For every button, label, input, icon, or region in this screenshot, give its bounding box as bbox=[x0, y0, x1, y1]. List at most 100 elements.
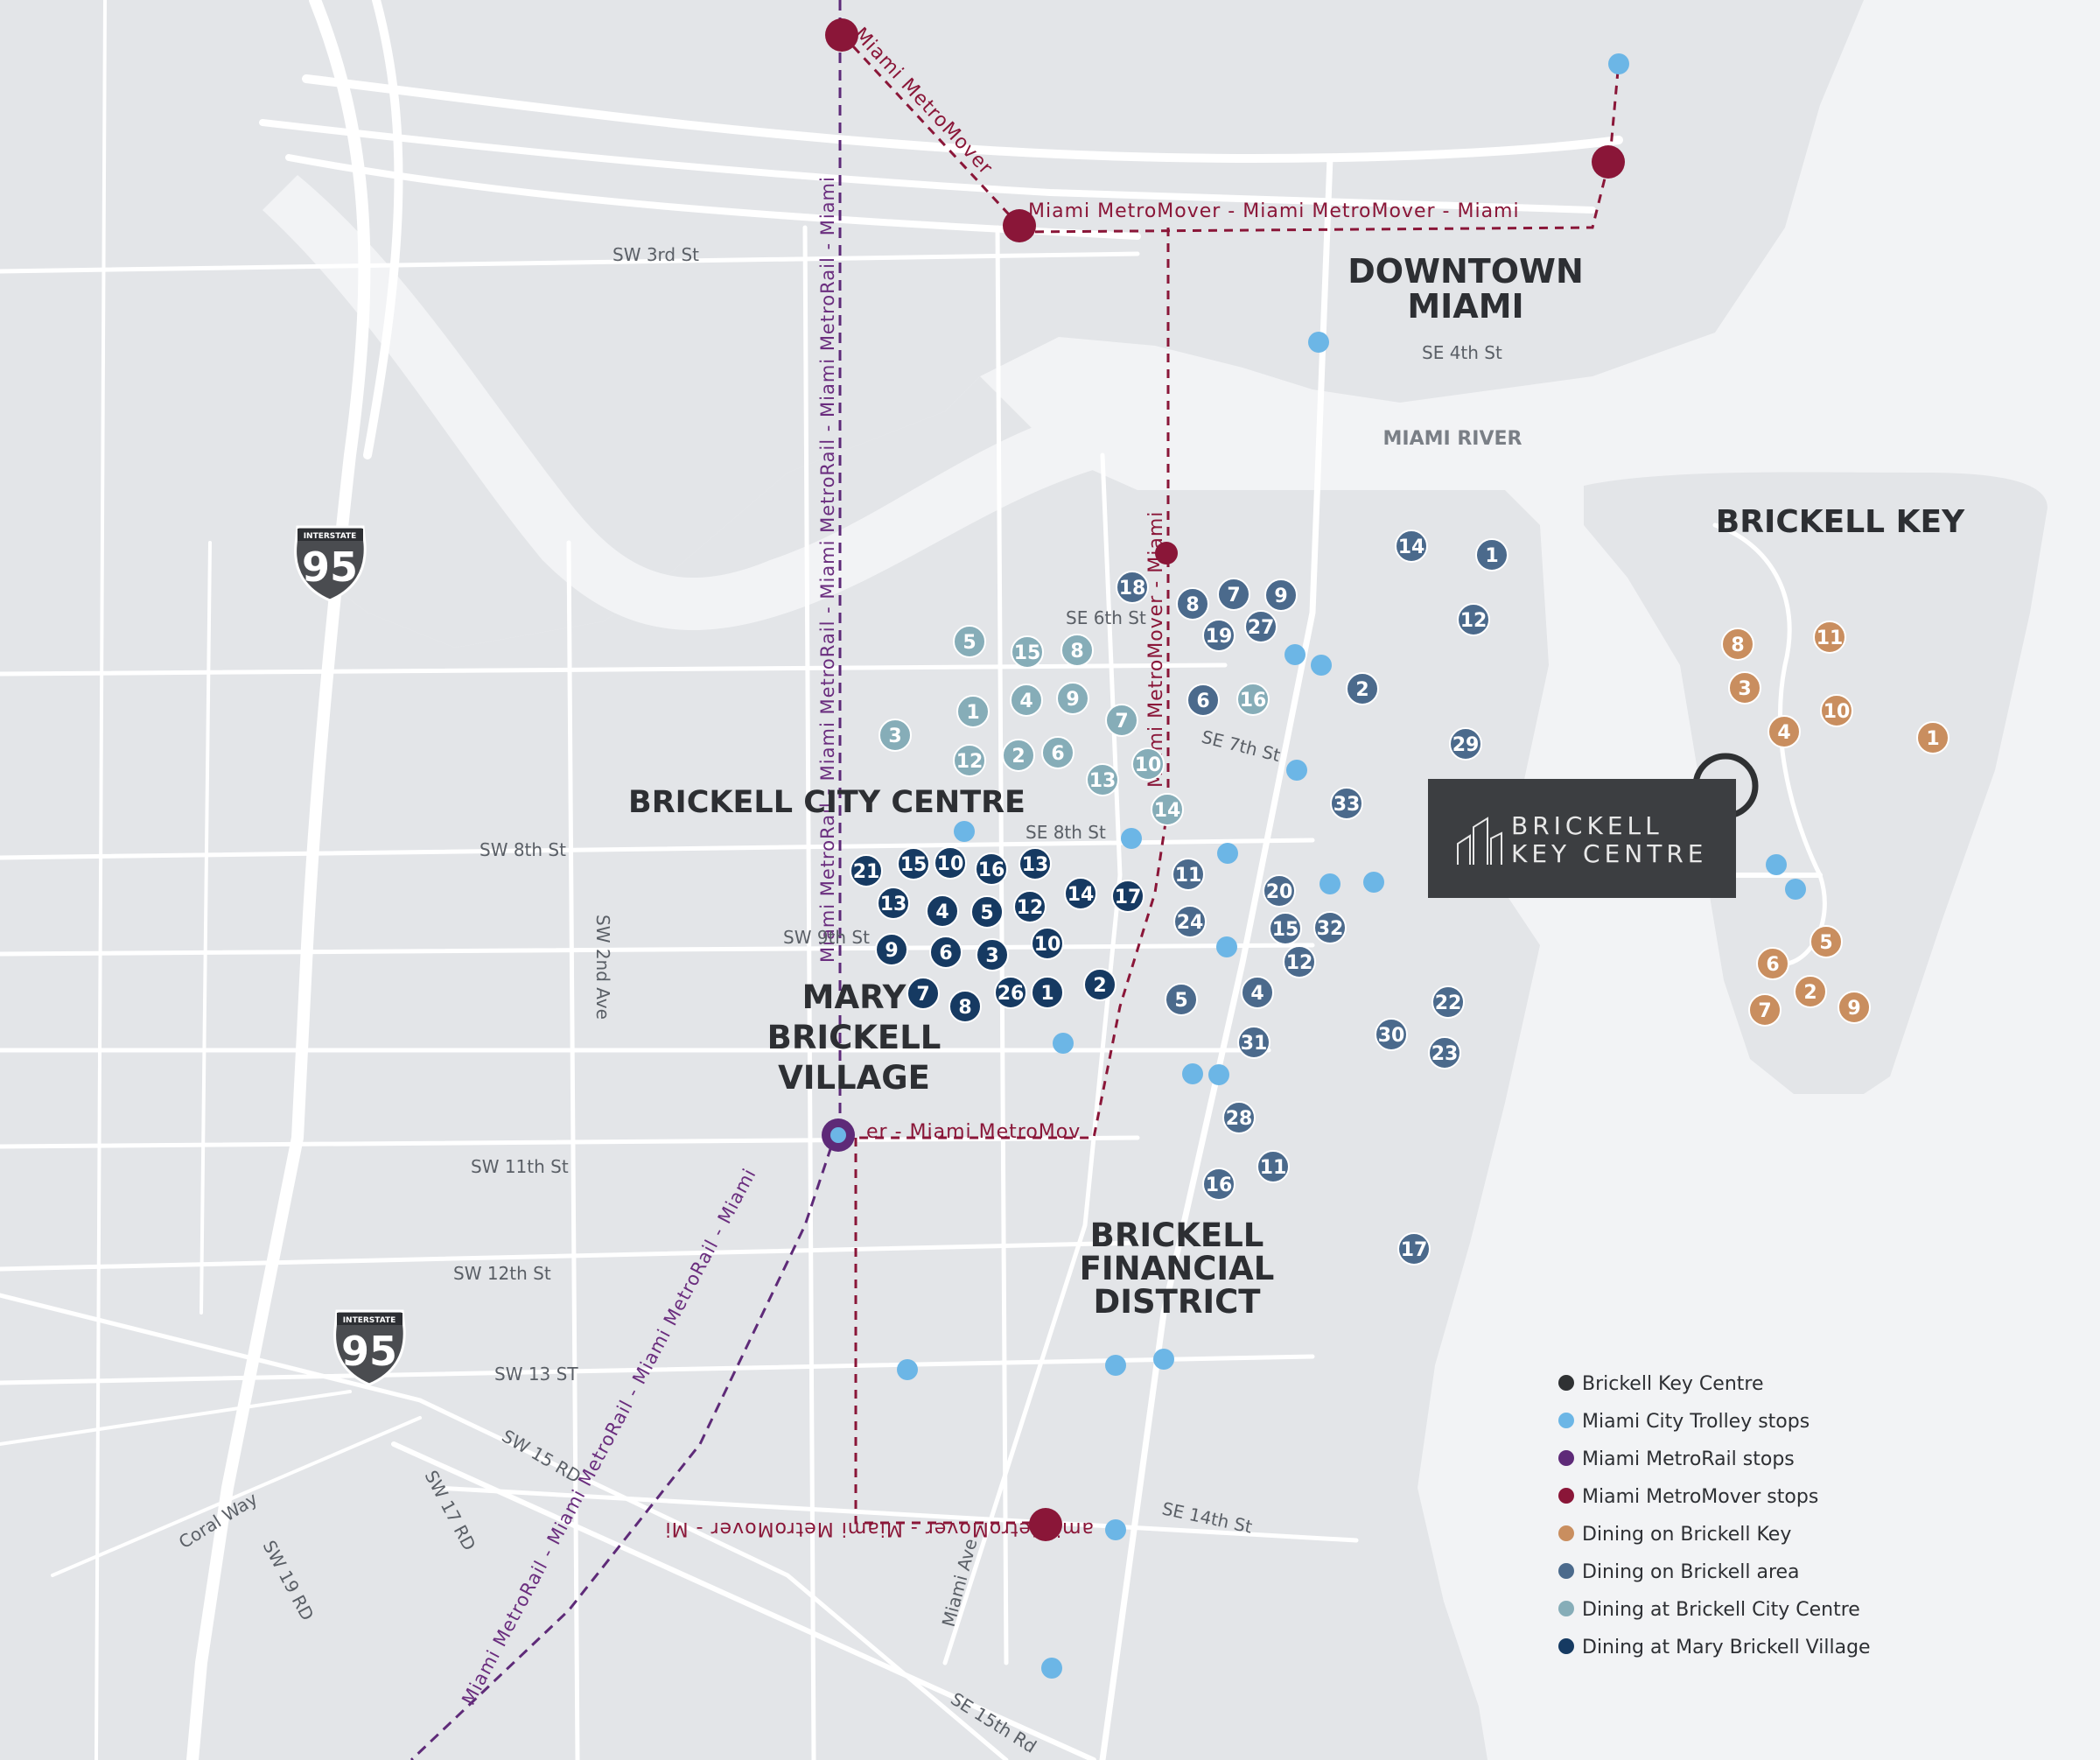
trolley-stop[interactable] bbox=[1153, 1349, 1174, 1370]
dining-brickell-city-centre-marker-dot[interactable] bbox=[1131, 747, 1165, 781]
dining-brickell-area-marker[interactable]: 18 bbox=[1116, 571, 1149, 604]
dining-brickell-city-centre-marker[interactable]: 16 bbox=[1236, 683, 1270, 716]
dining-brickell-area-marker-dot[interactable] bbox=[1202, 619, 1236, 652]
trolley-stop[interactable] bbox=[1608, 53, 1629, 74]
dining-brickell-area-marker[interactable]: 15 bbox=[1269, 912, 1302, 945]
dining-brickell-area-marker[interactable]: 22 bbox=[1432, 985, 1465, 1019]
dining-mary-brickell-village-marker[interactable]: 1 bbox=[1031, 976, 1064, 1009]
trolley-stop[interactable] bbox=[1053, 1033, 1074, 1054]
dining-brickell-area-marker[interactable]: 12 bbox=[1283, 945, 1316, 978]
dining-brickell-city-centre-marker[interactable]: 1 bbox=[956, 695, 990, 728]
dining-mary-brickell-village-marker-dot[interactable] bbox=[975, 852, 1008, 886]
dining-brickell-area-marker[interactable]: 12 bbox=[1457, 603, 1490, 636]
dining-brickell-city-centre-marker[interactable]: 7 bbox=[1105, 704, 1138, 737]
trolley-stop[interactable] bbox=[1311, 655, 1332, 676]
dining-brickell-key-marker-dot[interactable] bbox=[1820, 694, 1853, 727]
dining-brickell-key-marker-dot[interactable] bbox=[1794, 975, 1827, 1008]
dining-brickell-city-centre-marker[interactable]: 6 bbox=[1041, 736, 1074, 769]
dining-brickell-city-centre-marker[interactable]: 4 bbox=[1010, 684, 1043, 717]
dining-mary-brickell-village-marker[interactable]: 5 bbox=[970, 895, 1004, 929]
dining-brickell-area-marker[interactable]: 14 bbox=[1395, 529, 1428, 563]
dining-mary-brickell-village-marker[interactable]: 13 bbox=[1018, 847, 1052, 880]
dining-mary-brickell-village-marker-dot[interactable] bbox=[897, 847, 930, 880]
dining-brickell-key-marker[interactable]: 11 bbox=[1813, 621, 1846, 654]
dining-brickell-area-marker-dot[interactable] bbox=[1256, 1150, 1290, 1183]
dining-brickell-city-centre-marker-dot[interactable] bbox=[953, 625, 986, 658]
trolley-stop[interactable] bbox=[1105, 1355, 1126, 1376]
dining-brickell-area-marker-dot[interactable] bbox=[1432, 985, 1465, 1019]
dining-brickell-area-marker[interactable]: 16 bbox=[1202, 1167, 1236, 1201]
dining-brickell-area-marker[interactable]: 11 bbox=[1256, 1150, 1290, 1183]
trolley-stop[interactable] bbox=[1363, 872, 1384, 893]
dining-brickell-area-marker[interactable]: 5 bbox=[1165, 983, 1198, 1016]
dining-mary-brickell-village-marker-dot[interactable] bbox=[994, 976, 1027, 1009]
metromover-stop[interactable] bbox=[1592, 145, 1625, 179]
dining-mary-brickell-village-marker[interactable]: 10 bbox=[1031, 927, 1064, 960]
dining-brickell-key-marker-dot[interactable] bbox=[1768, 715, 1801, 748]
dining-brickell-area-marker-dot[interactable] bbox=[1241, 976, 1274, 1009]
dining-brickell-city-centre-marker[interactable]: 3 bbox=[878, 719, 912, 752]
dining-brickell-key-marker[interactable]: 1 bbox=[1916, 721, 1950, 754]
dining-brickell-city-centre-marker-dot[interactable] bbox=[956, 695, 990, 728]
dining-mary-brickell-village-marker[interactable]: 21 bbox=[850, 854, 883, 887]
dining-brickell-city-centre-marker-dot[interactable] bbox=[1002, 739, 1035, 772]
dining-brickell-key-marker-dot[interactable] bbox=[1813, 621, 1846, 654]
dining-brickell-area-marker[interactable]: 32 bbox=[1313, 911, 1347, 944]
dining-mary-brickell-village-marker[interactable]: 15 bbox=[897, 847, 930, 880]
brickell-key-centre-marker[interactable]: BRICKELL KEY CENTRE bbox=[1428, 753, 1759, 898]
metrorail-stop[interactable] bbox=[822, 1118, 855, 1152]
trolley-stop[interactable] bbox=[897, 1359, 918, 1380]
dining-mary-brickell-village-marker-dot[interactable] bbox=[1031, 927, 1064, 960]
dining-brickell-city-centre-marker[interactable]: 14 bbox=[1151, 793, 1184, 826]
trolley-stop[interactable] bbox=[1121, 828, 1142, 849]
dining-brickell-city-centre-marker[interactable]: 12 bbox=[953, 744, 986, 777]
dining-brickell-city-centre-marker-dot[interactable] bbox=[1086, 763, 1119, 796]
dining-brickell-key-marker[interactable]: 2 bbox=[1794, 975, 1827, 1008]
dining-brickell-key-marker[interactable]: 8 bbox=[1721, 628, 1754, 661]
dining-brickell-area-marker-dot[interactable] bbox=[1217, 578, 1250, 611]
dining-brickell-key-marker-dot[interactable] bbox=[1838, 991, 1871, 1024]
dining-brickell-area-marker[interactable]: 28 bbox=[1222, 1101, 1256, 1134]
brickell-key-centre-label-box[interactable] bbox=[1428, 779, 1736, 898]
dining-mary-brickell-village-marker-dot[interactable] bbox=[926, 894, 959, 928]
trolley-stop[interactable] bbox=[1308, 332, 1329, 353]
dining-brickell-area-marker-dot[interactable] bbox=[1449, 727, 1482, 761]
dining-brickell-area-marker[interactable]: 6 bbox=[1186, 684, 1220, 717]
dining-brickell-area-marker[interactable]: 31 bbox=[1237, 1026, 1270, 1059]
dining-brickell-area-marker[interactable]: 1 bbox=[1475, 538, 1508, 571]
trolley-stop[interactable] bbox=[1320, 873, 1340, 894]
dining-brickell-city-centre-marker[interactable]: 2 bbox=[1002, 739, 1035, 772]
trolley-stop[interactable] bbox=[1216, 936, 1237, 957]
dining-brickell-key-marker-dot[interactable] bbox=[1756, 947, 1789, 980]
dining-brickell-city-centre-marker[interactable]: 9 bbox=[1056, 682, 1089, 715]
dining-mary-brickell-village-marker-dot[interactable] bbox=[970, 895, 1004, 929]
trolley-stop[interactable] bbox=[1217, 843, 1238, 864]
dining-brickell-area-marker[interactable]: 30 bbox=[1375, 1018, 1408, 1051]
dining-brickell-city-centre-marker[interactable]: 15 bbox=[1011, 635, 1044, 669]
dining-brickell-area-marker-dot[interactable] bbox=[1176, 587, 1209, 621]
dining-brickell-area-marker[interactable]: 24 bbox=[1173, 905, 1207, 938]
dining-brickell-area-marker-dot[interactable] bbox=[1172, 858, 1205, 891]
dining-mary-brickell-village-marker-dot[interactable] bbox=[1083, 968, 1116, 1001]
dining-brickell-area-marker-dot[interactable] bbox=[1222, 1101, 1256, 1134]
dining-brickell-key-marker[interactable]: 6 bbox=[1756, 947, 1789, 980]
dining-mary-brickell-village-marker-dot[interactable] bbox=[1064, 877, 1097, 910]
dining-mary-brickell-village-marker-dot[interactable] bbox=[906, 977, 940, 1010]
dining-brickell-area-marker[interactable]: 29 bbox=[1449, 727, 1482, 761]
trolley-stop[interactable] bbox=[1286, 760, 1307, 781]
dining-brickell-key-marker-dot[interactable] bbox=[1728, 671, 1761, 705]
dining-brickell-city-centre-marker-dot[interactable] bbox=[1105, 704, 1138, 737]
metromover-stop[interactable] bbox=[825, 18, 858, 52]
dining-brickell-city-centre-marker[interactable]: 8 bbox=[1060, 634, 1094, 667]
dining-brickell-area-marker[interactable]: 17 bbox=[1397, 1232, 1431, 1266]
dining-brickell-area-marker-dot[interactable] bbox=[1475, 538, 1508, 571]
dining-mary-brickell-village-marker[interactable]: 9 bbox=[875, 933, 908, 966]
dining-brickell-area-marker-dot[interactable] bbox=[1346, 672, 1379, 705]
metromover-stop[interactable] bbox=[1003, 209, 1036, 242]
dining-brickell-key-marker[interactable]: 5 bbox=[1810, 925, 1843, 958]
dining-brickell-key-marker-dot[interactable] bbox=[1916, 721, 1950, 754]
dining-mary-brickell-village-marker-dot[interactable] bbox=[948, 990, 982, 1023]
dining-brickell-area-marker[interactable]: 19 bbox=[1202, 619, 1236, 652]
dining-brickell-city-centre-marker-dot[interactable] bbox=[878, 719, 912, 752]
